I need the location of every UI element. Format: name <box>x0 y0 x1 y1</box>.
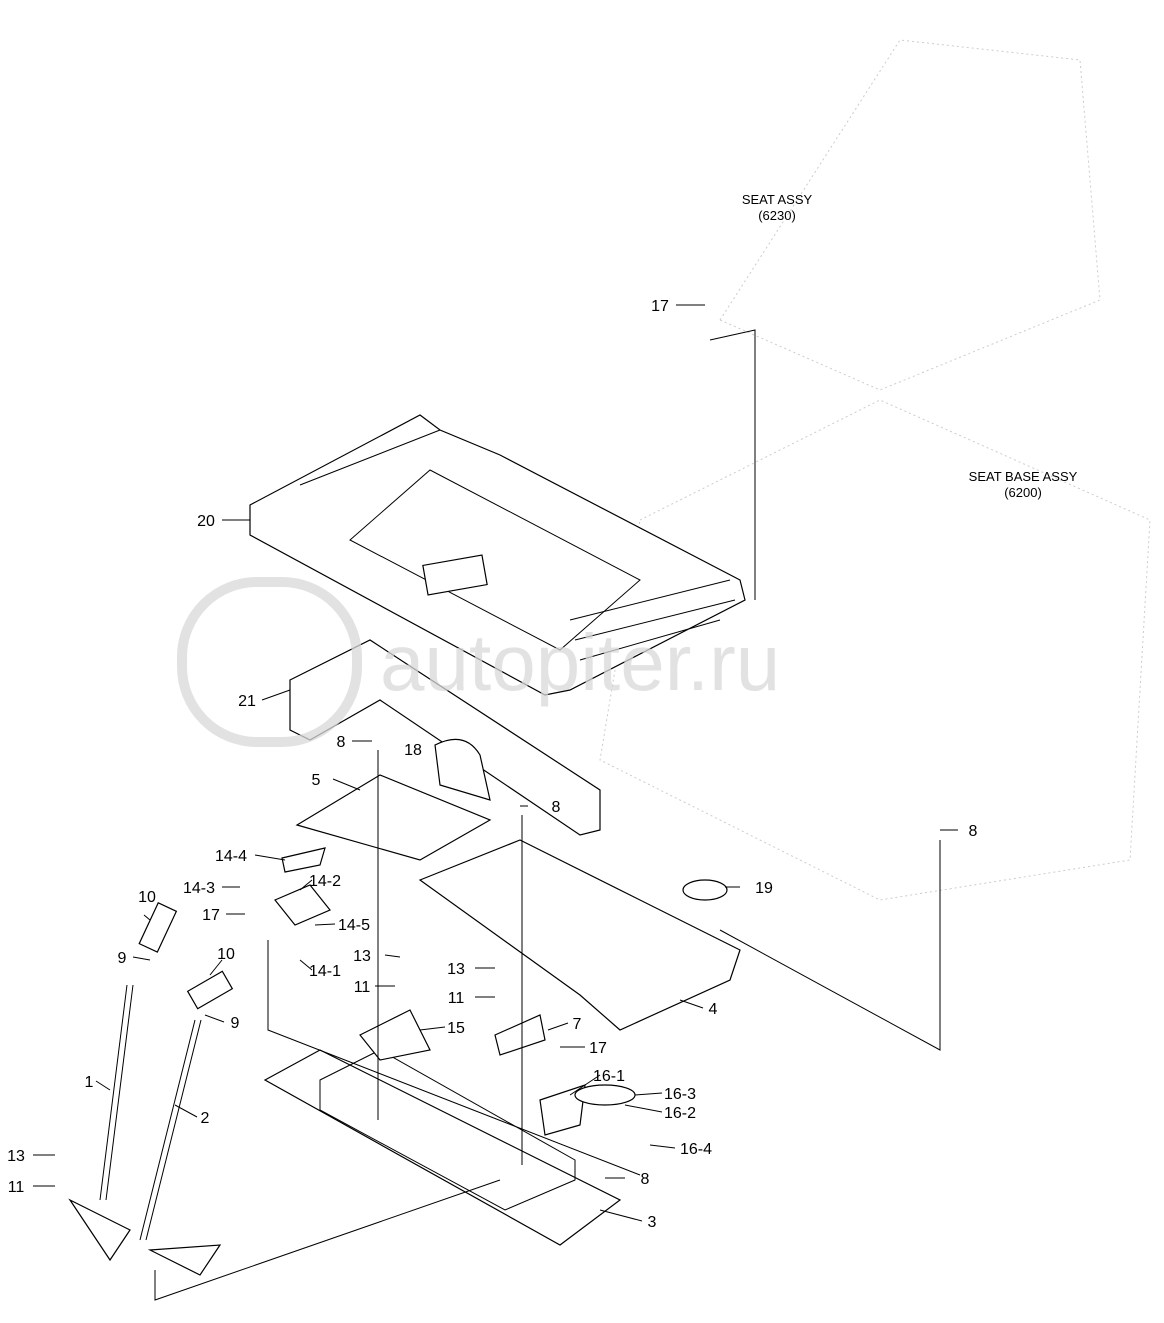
callout: 11 <box>8 1179 25 1196</box>
seat-assy-label: SEAT ASSY <box>742 192 813 207</box>
callout: 14-3 <box>183 880 215 897</box>
seat-assy-outline <box>599 39 1151 901</box>
part-18-boot <box>434 738 491 801</box>
callout: 15 <box>447 1020 465 1037</box>
part-20-plate <box>249 414 746 696</box>
callout: 14-2 <box>309 873 341 890</box>
callout: 16-3 <box>664 1086 696 1103</box>
callout: 3 <box>648 1214 657 1231</box>
callout: 4 <box>709 1001 718 1018</box>
callout: 10 <box>217 946 235 963</box>
callout: 10 <box>138 889 156 906</box>
callout: 5 <box>312 772 321 789</box>
part-19-grommet <box>682 879 728 901</box>
callout: 2 <box>201 1110 210 1127</box>
callout: 16-4 <box>680 1141 712 1158</box>
seat-assy-code: (6230) <box>758 208 796 223</box>
callout: 18 <box>404 742 422 759</box>
callout: 19 <box>755 880 773 897</box>
callout: 8 <box>969 823 978 840</box>
part-14-4 <box>281 847 326 873</box>
part-7 <box>494 1014 546 1056</box>
callout: 20 <box>197 513 215 530</box>
part-3-base <box>263 1049 622 1246</box>
callout: 8 <box>552 799 561 816</box>
callout: 17 <box>202 907 220 924</box>
leader-lines <box>33 304 958 1301</box>
part-4-cover <box>418 839 741 1031</box>
callout: 16-1 <box>593 1068 625 1085</box>
callout: 8 <box>337 734 346 751</box>
callout: 8 <box>641 1171 650 1188</box>
part-15 <box>359 1009 431 1061</box>
part-5-cover <box>295 774 492 861</box>
callout: 17 <box>589 1040 607 1057</box>
callout: 13 <box>7 1148 25 1165</box>
callout: 9 <box>118 950 127 967</box>
callout: 11 <box>448 990 465 1007</box>
callout: 14-5 <box>338 917 370 934</box>
callout: 16-2 <box>664 1105 696 1122</box>
part-16-1 <box>539 1084 586 1136</box>
seat-base-assy-code: (6200) <box>1004 485 1042 500</box>
levers <box>68 902 234 1276</box>
callout: 1 <box>85 1074 94 1091</box>
callouts: 17 20 21 8 18 5 8 8 14-4 14-3 14-2 10 19… <box>7 298 977 1231</box>
callout: 13 <box>447 961 465 978</box>
callout: 17 <box>651 298 669 315</box>
callout: 7 <box>573 1016 582 1033</box>
callout: 11 <box>354 979 371 996</box>
callout: 14-4 <box>215 848 247 865</box>
part-21-duct <box>289 639 601 836</box>
callout: 13 <box>353 948 371 965</box>
callout: 14-1 <box>309 963 341 980</box>
callout: 21 <box>238 693 256 710</box>
seat-base-assy-label: SEAT BASE ASSY <box>969 469 1078 484</box>
callout: 9 <box>231 1015 240 1032</box>
part-14-2 <box>274 884 331 926</box>
part-16-3 <box>574 1084 636 1106</box>
